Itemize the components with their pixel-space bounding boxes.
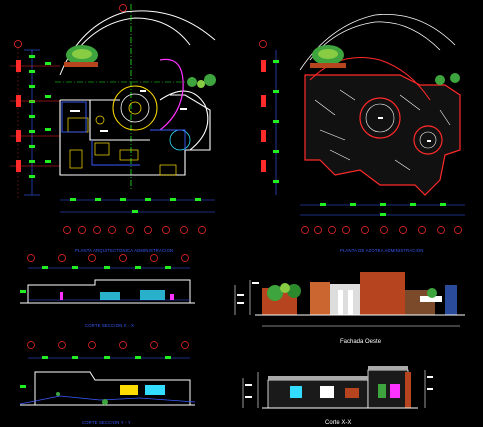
furniture-plan [67,115,177,176]
plan-bottom-bubbles [63,226,206,234]
planter-top-left [64,45,98,67]
cut-xx-view: Corte X-X [242,366,433,426]
plan-arch-title: PLANTA ARQUITECTONICA ADMINISTRACION [75,248,173,253]
floor-plan-view: PLANTA ARQUITECTONICA ADMINISTRACION [10,4,216,253]
roof-grid-bubbles [259,40,462,234]
grid-bubbles-top [14,4,127,200]
facade-building [262,272,457,315]
roof-slope-arrows [314,89,451,171]
plan-labels [70,90,187,132]
cut-building [267,366,411,409]
facade-title: Fachada Oeste [340,339,382,345]
blue-partitions [61,101,186,166]
roof-plan-view: PLANTA DE AZOTEA ADMINISTRACION [259,14,465,253]
cut-title: Corte X-X [325,420,351,426]
section-y-view: CORTE SECCION Y - Y [19,341,196,425]
plan-walls [59,90,211,176]
section-x-view: CORTE SECCION X - X [20,254,195,328]
roof-domes [359,97,443,155]
central-rotunda [112,85,158,131]
section-x-title: CORTE SECCION X - X [85,323,134,328]
section-y-title: CORTE SECCION Y - Y [82,420,131,425]
left-dimension-tags [29,55,51,178]
left-dimension-chain [24,49,40,196]
roof-planter [310,45,460,85]
facade-trees [267,283,437,301]
planter-right [187,74,216,88]
plan-roof-title: PLANTA DE AZOTEA ADMINISTRACION [340,248,424,253]
roof-outline [304,74,461,196]
west-facade-view: Fachada Oeste [234,272,465,345]
